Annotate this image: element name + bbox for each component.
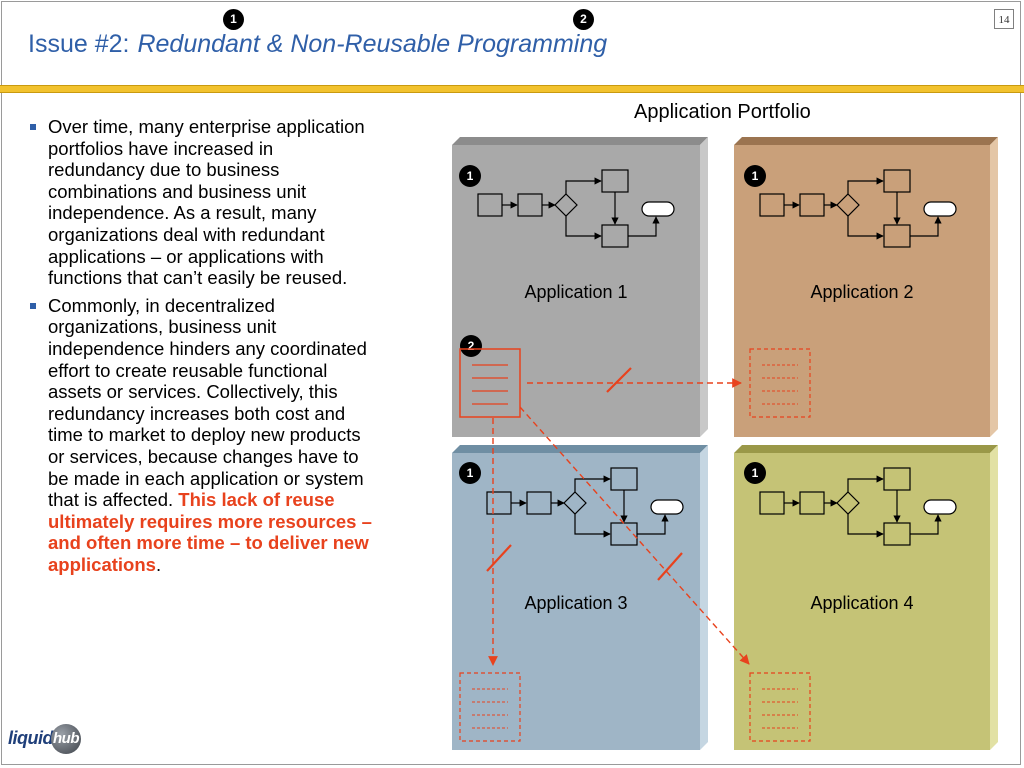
badge-label: 1 [752,466,759,480]
diagram-title: Application Portfolio [634,101,811,123]
bullet-trailing: . [155,553,162,575]
callout-marker-1: 1 [223,9,244,30]
reusable-component: 2 [459,335,521,418]
badge-icon [460,335,482,357]
badge-icon [459,165,481,187]
title-prefix: Issue #2: [28,30,130,58]
header-divider [0,85,1024,93]
app-label: Application 4 [810,593,913,613]
application-panel-3: 1 Application 3 [452,445,708,750]
application-panel-2: 1 Application 2 [734,137,998,437]
logo-text: liquid [8,727,54,748]
slide-title: Issue #2:Redundant & Non-Reusable Progra… [28,30,607,59]
logo-ball-icon: hub [51,724,81,754]
badge-label: 1 [752,169,759,183]
badge-icon [744,462,766,484]
page-number: 14 [994,9,1014,29]
reuse-arrows [486,367,750,666]
bullet-marker-icon [30,302,36,309]
bullet-list: Over time, many enterprise application p… [28,116,373,581]
app-label: Application 3 [524,593,627,613]
application-panel-4: 1 Application 4 [734,445,998,750]
bullet-marker-icon [30,124,36,130]
blocked-mark-icon [657,552,683,581]
callout-marker-2: 2 [573,9,594,30]
bullet-item: Over time, many enterprise application p… [28,116,373,289]
app-label: Application 1 [524,282,627,302]
badge-label: 2 [468,339,475,353]
badge-label: 1 [467,169,474,183]
badge-icon [744,165,766,187]
bullet-emphasis: This lack of reuse ultimately requires m… [48,489,372,575]
app-label: Application 2 [810,282,913,302]
liquidhub-logo: liquidhub [8,724,81,754]
title-subject: Redundant & Non-Reusable Programming [137,30,608,58]
bullet-text: Over time, many enterprise application p… [48,116,365,289]
application-panel-1: 1 Application 1 [452,137,708,437]
bullet-text: Commonly, in decentralized organizations… [48,294,367,511]
bullet-item: Commonly, in decentralized organizations… [28,295,373,576]
blocked-mark-icon [606,367,632,393]
badge-label: 1 [467,466,474,480]
blocked-mark-icon [486,544,512,572]
badge-icon [459,462,481,484]
